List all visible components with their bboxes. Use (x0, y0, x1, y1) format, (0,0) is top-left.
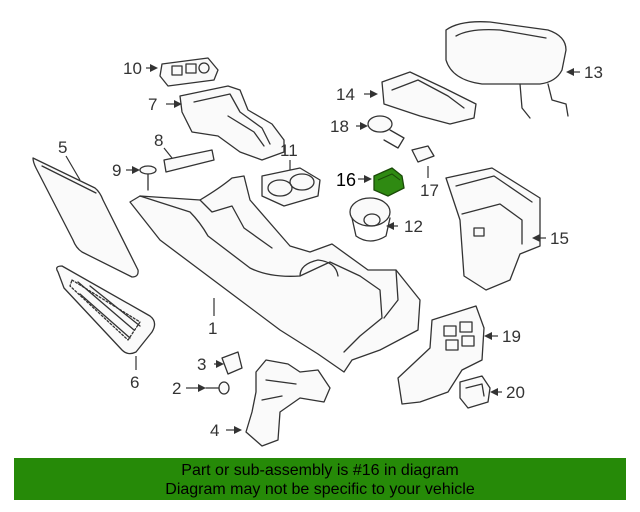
part-18-socket[interactable] (367, 115, 405, 149)
callout-17: 17 (420, 181, 439, 200)
part-2-screw[interactable] (205, 381, 230, 395)
banner-line-1: Part or sub-assembly is #16 in diagram (181, 462, 459, 479)
callout-2: 2 (172, 379, 181, 398)
callout-10: 10 (123, 59, 142, 78)
part-9-push-pin[interactable] (139, 165, 157, 191)
parts-diagram: 5 6 1 2 3 4 7 (32, 21, 603, 447)
part-16-highlighted[interactable] (373, 167, 405, 197)
part-13-armrest-lid[interactable] (445, 21, 569, 119)
callout-8: 8 (154, 131, 163, 150)
banner-line-2: Diagram may not be specific to your vehi… (165, 481, 475, 498)
callout-18: 18 (330, 117, 349, 136)
part-10-switch-panel[interactable] (159, 57, 219, 87)
part-15-rear-panel[interactable] (445, 167, 541, 291)
callout-4: 4 (210, 421, 219, 440)
part-4-bracket[interactable] (245, 359, 331, 447)
part-1-console-body[interactable] (129, 175, 421, 373)
part-20-switch[interactable] (459, 375, 491, 409)
callout-3: 3 (197, 355, 206, 374)
callout-14: 14 (336, 85, 355, 104)
callout-12: 12 (404, 217, 423, 236)
part-19-bezel[interactable] (397, 305, 485, 405)
callout-20: 20 (506, 383, 525, 402)
part-3-clip[interactable] (221, 351, 243, 375)
part-17-connector[interactable] (411, 145, 435, 163)
part-6-mesh-panel[interactable] (56, 265, 156, 355)
part-8-trim-strip[interactable] (163, 149, 215, 173)
callout-9: 9 (112, 161, 121, 180)
callout-7: 7 (148, 95, 157, 114)
part-14-storage-bin[interactable] (381, 71, 477, 125)
part-5-side-panel[interactable] (32, 157, 139, 278)
callout-6: 6 (130, 373, 139, 392)
callout-1: 1 (208, 319, 217, 338)
part-7-upper-trim[interactable] (179, 85, 285, 161)
part-12-cup-insert[interactable] (349, 197, 391, 242)
callout-5: 5 (58, 138, 67, 157)
callout-16: 16 (336, 170, 356, 190)
info-banner: Part or sub-assembly is #16 in diagram D… (14, 458, 626, 500)
callout-11: 11 (280, 141, 298, 160)
part-11-cup-holder[interactable] (261, 167, 321, 207)
callout-19: 19 (502, 327, 521, 346)
callout-13: 13 (584, 63, 603, 82)
callout-15: 15 (550, 229, 569, 248)
